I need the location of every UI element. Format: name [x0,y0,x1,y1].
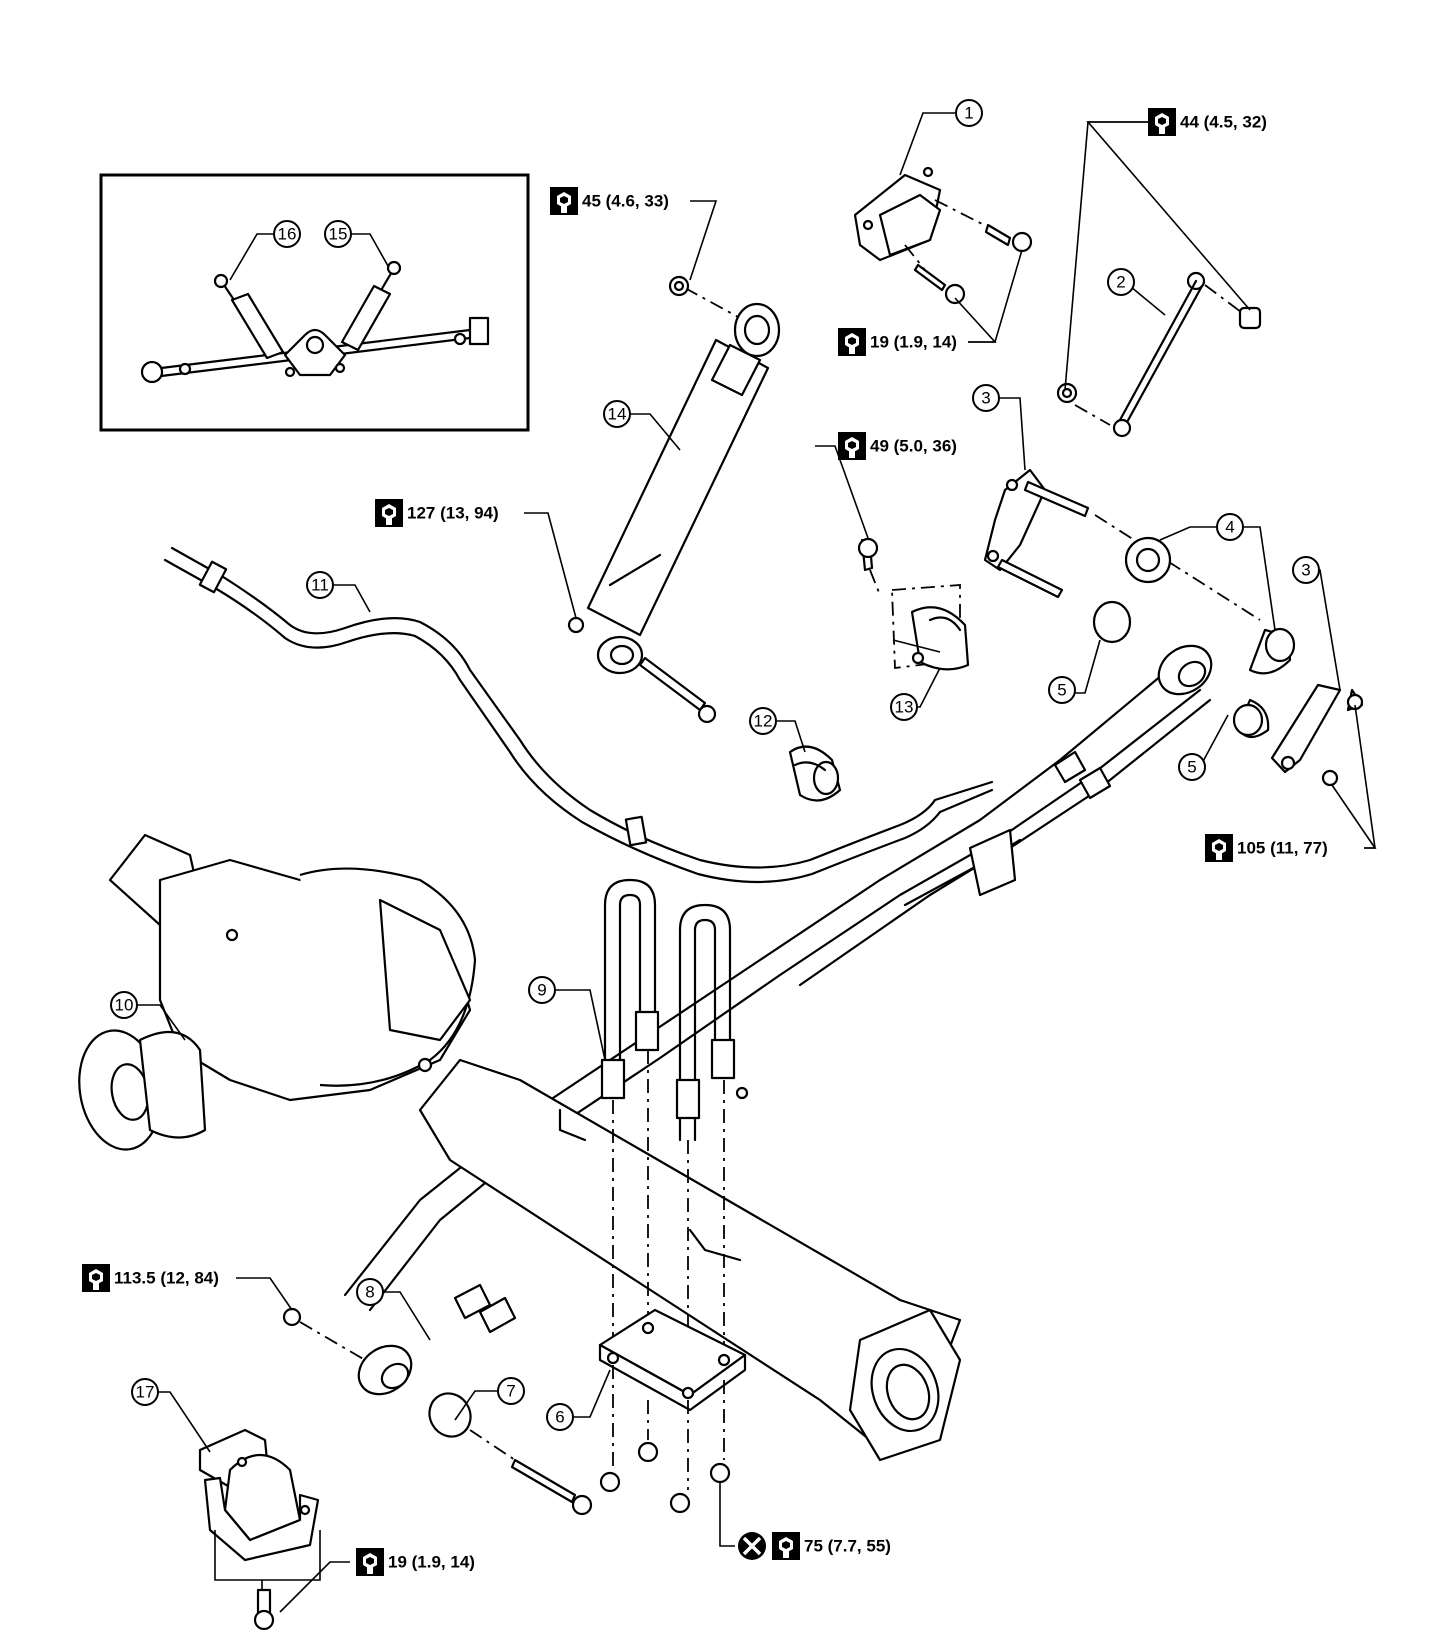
shock-absorber [567,275,781,724]
torque-113-5: 113.5 (12, 84) [82,1264,219,1292]
callout-2: 2 [1107,268,1135,296]
bushing [788,745,842,802]
svg-text:113.5 (12, 84): 113.5 (12, 84) [114,1269,219,1288]
axle-housing [78,833,962,1462]
torque-44: 44 (4.5, 32) [1148,108,1267,136]
torque-19-bottom: 19 (1.9, 14) [356,1548,475,1576]
svg-text:5: 5 [1057,681,1066,700]
svg-text:13: 13 [895,698,914,717]
inset-view: 16 15 [99,173,530,432]
svg-text:11: 11 [311,576,329,595]
spring-front-bushing-and-bolt [282,1307,593,1516]
torque-wrench-icon [375,499,403,527]
frame-bracket [853,166,1033,305]
callout-17: 17 [131,1378,159,1406]
callout-10: 10 [110,991,138,1019]
callout-5: 5 [1048,676,1076,704]
svg-text:75 (7.7, 55): 75 (7.7, 55) [804,1537,891,1556]
svg-text:1: 1 [964,104,973,123]
svg-text:5: 5 [1187,758,1196,777]
torque-wrench-icon [356,1548,384,1576]
svg-text:127 (13, 94): 127 (13, 94) [407,504,499,523]
svg-text:17: 17 [136,1383,155,1402]
svg-text:7: 7 [506,1382,515,1401]
torque-45: 45 (4.6, 33) [550,187,669,215]
do-not-reuse-icon [738,1532,766,1560]
leaf-spring [343,644,1213,1396]
lateral-link [1056,271,1262,438]
svg-text:6: 6 [555,1408,564,1427]
callout-12: 12 [749,707,777,735]
torque-wrench-icon [82,1264,110,1292]
callout-15: 15 [324,220,352,248]
svg-text:2: 2 [1116,273,1125,292]
torque-wrench-icon [1205,834,1233,862]
torque-49: 49 (5.0, 36) [838,432,957,460]
torque-wrench-icon [550,187,578,215]
svg-text:10: 10 [115,996,134,1015]
stabilizer-bar [163,546,994,884]
callout-9: 9 [528,976,556,1004]
svg-text:12: 12 [754,712,773,731]
callout-3: 3 [972,384,1000,412]
callout-5-right: 5 [1178,753,1206,781]
torque-75: 75 (7.7, 55) [738,1532,891,1560]
svg-text:49 (5.0, 36): 49 (5.0, 36) [870,437,957,456]
shackle-assembly [983,468,1364,787]
torque-wrench-icon [838,328,866,356]
svg-text:4: 4 [1225,518,1234,537]
svg-text:8: 8 [365,1283,374,1302]
svg-text:19 (1.9, 14): 19 (1.9, 14) [870,333,957,352]
svg-text:19 (1.9, 14): 19 (1.9, 14) [388,1553,475,1572]
callout-3-right: 3 [1292,556,1320,584]
callout-14: 14 [603,400,631,428]
callout-7: 7 [497,1377,525,1405]
callout-11: 11 [306,571,334,599]
svg-text:14: 14 [608,405,627,424]
svg-text:16: 16 [278,225,297,244]
torque-wrench-icon [772,1532,800,1560]
callout-8: 8 [356,1278,384,1306]
callout-13: 13 [890,693,918,721]
torque-wrench-icon [1148,108,1176,136]
callout-1: 1 [955,99,983,127]
callout-6: 6 [546,1403,574,1431]
torque-127: 127 (13, 94) [375,499,499,527]
svg-text:44 (4.5, 32): 44 (4.5, 32) [1180,113,1267,132]
svg-text:15: 15 [329,225,348,244]
torque-105: 105 (11, 77) [1205,834,1328,862]
svg-text:105 (11, 77): 105 (11, 77) [1237,839,1328,858]
torque-19-top: 19 (1.9, 14) [838,328,957,356]
bumper-bracket [198,1428,321,1631]
u-bolts-and-spring-plate [598,878,747,1514]
svg-text:45 (4.6, 33): 45 (4.6, 33) [582,192,669,211]
callout-4: 4 [1216,513,1244,541]
callout-16: 16 [273,220,301,248]
stabilizer-clamp [857,537,970,671]
svg-text:3: 3 [1301,561,1310,580]
torque-wrench-icon [838,432,866,460]
svg-text:9: 9 [537,981,546,1000]
svg-text:3: 3 [981,389,990,408]
